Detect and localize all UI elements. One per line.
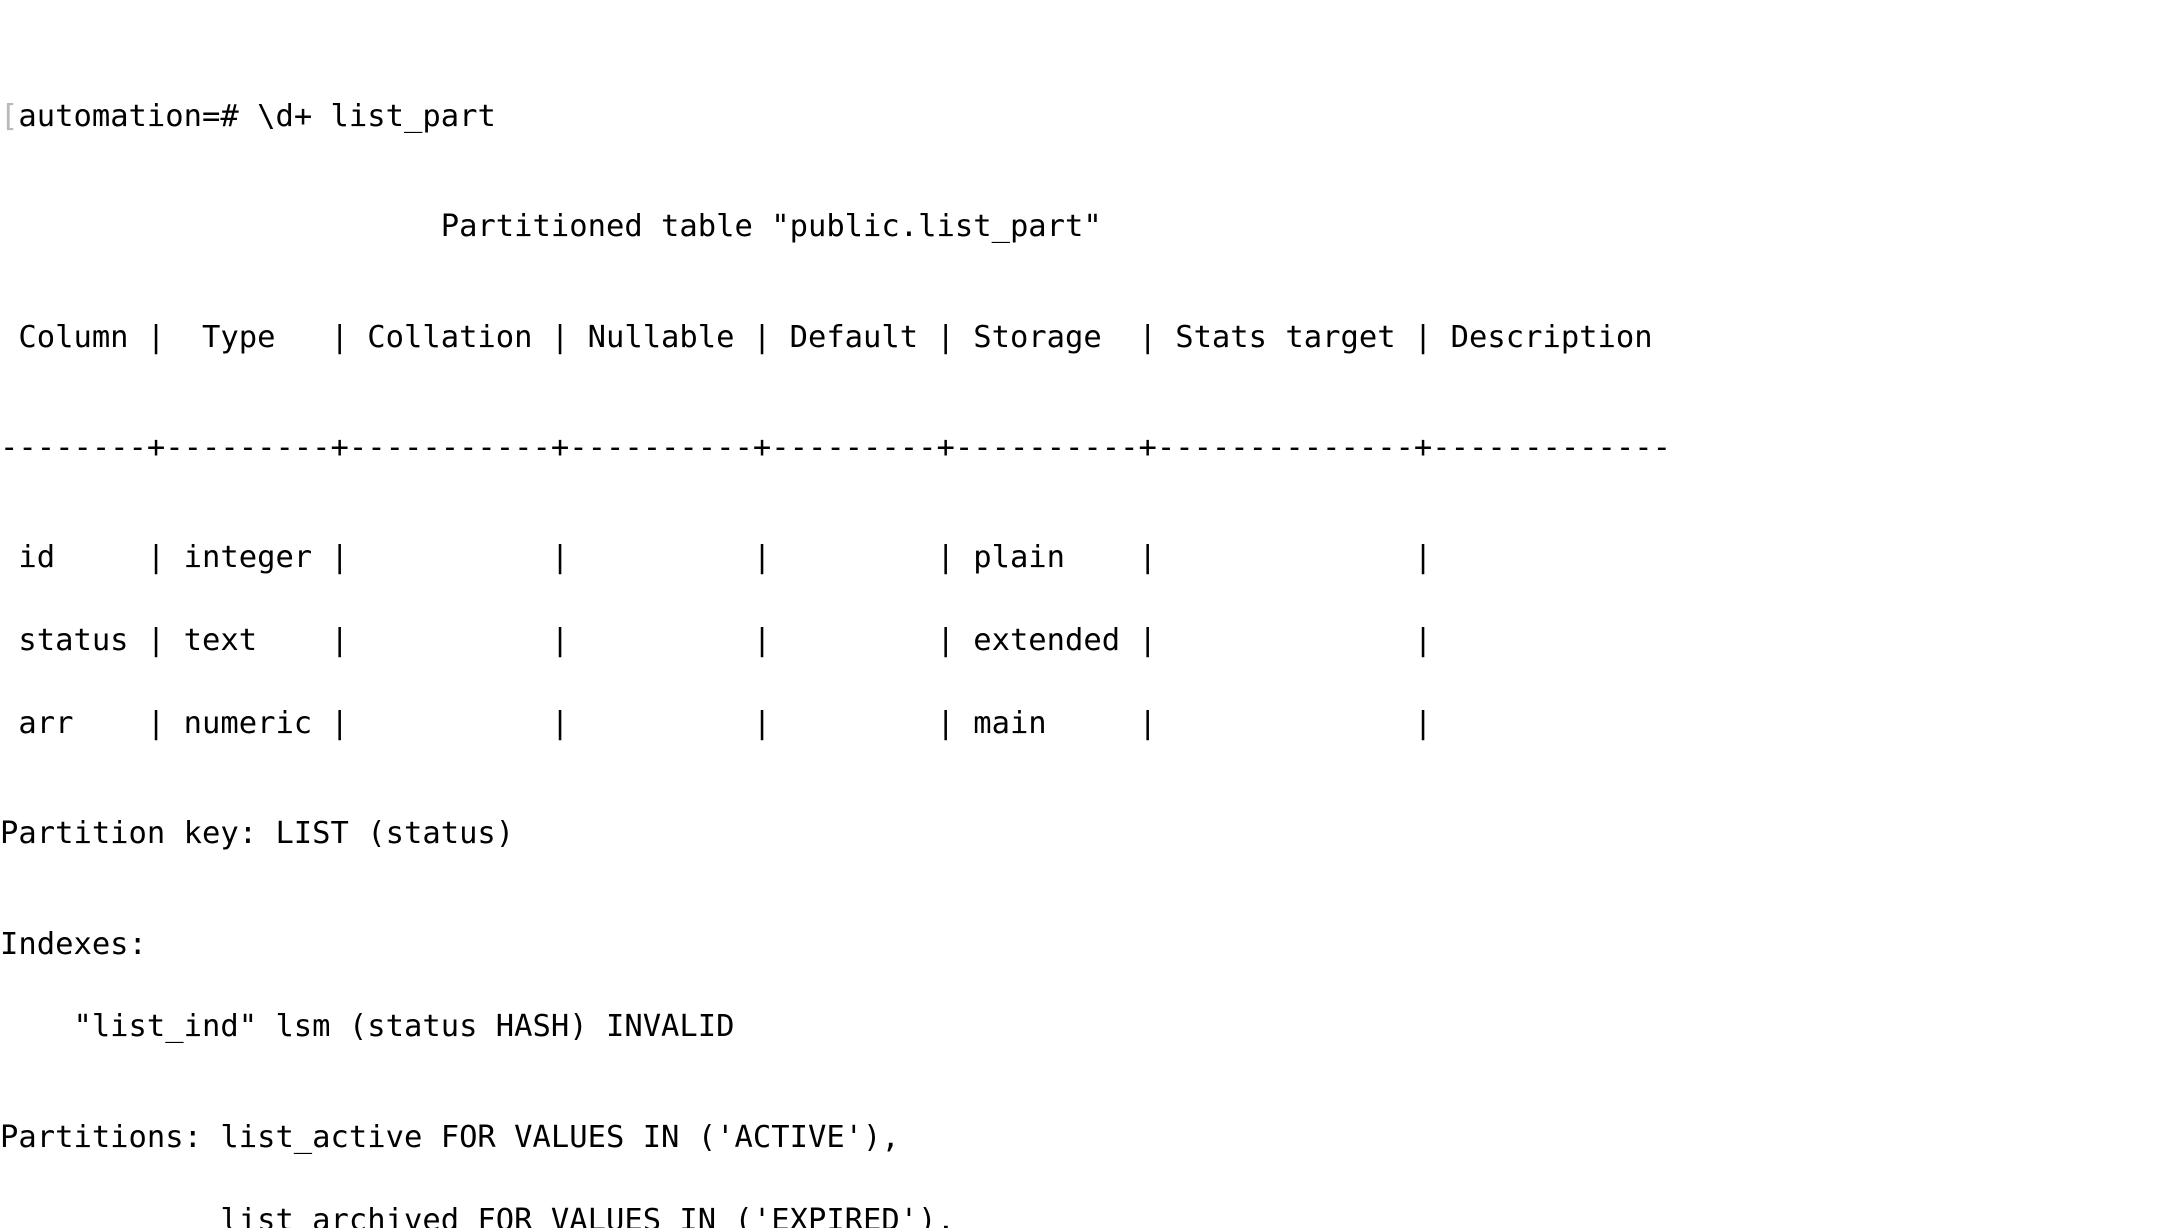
partition-key-line: Partition key: LIST (status) — [0, 816, 515, 852]
indexes-label: Indexes: — [0, 926, 147, 962]
partition-entry: list_archived FOR VALUES IN ('EXPIRED'), — [0, 1202, 955, 1228]
left-edge-glyph: [ — [0, 98, 19, 134]
table-title: Partitioned table "public.list_part" — [0, 209, 1102, 245]
command-line-text: automation=# \d+ list_part — [18, 98, 496, 134]
table-separator-row: --------+---------+-----------+---------… — [0, 429, 1671, 465]
table-header-row: Column | Type | Collation | Nullable | D… — [0, 319, 1671, 355]
partition-entry: Partitions: list_active FOR VALUES IN ('… — [0, 1119, 900, 1155]
table-row: arr | numeric | | | | main | | — [0, 705, 1451, 741]
table-row: status | text | | | | extended | | — [0, 623, 1451, 659]
terminal-screen[interactable]: [automation=# \d+ list_part Partitioned … — [0, 20, 1671, 1228]
table-row: id | integer | | | | plain | | — [0, 540, 1451, 576]
command-line: [automation=# \d+ list_part — [0, 101, 1671, 132]
index-entry: "list_ind" lsm (status HASH) INVALID — [0, 1009, 735, 1045]
